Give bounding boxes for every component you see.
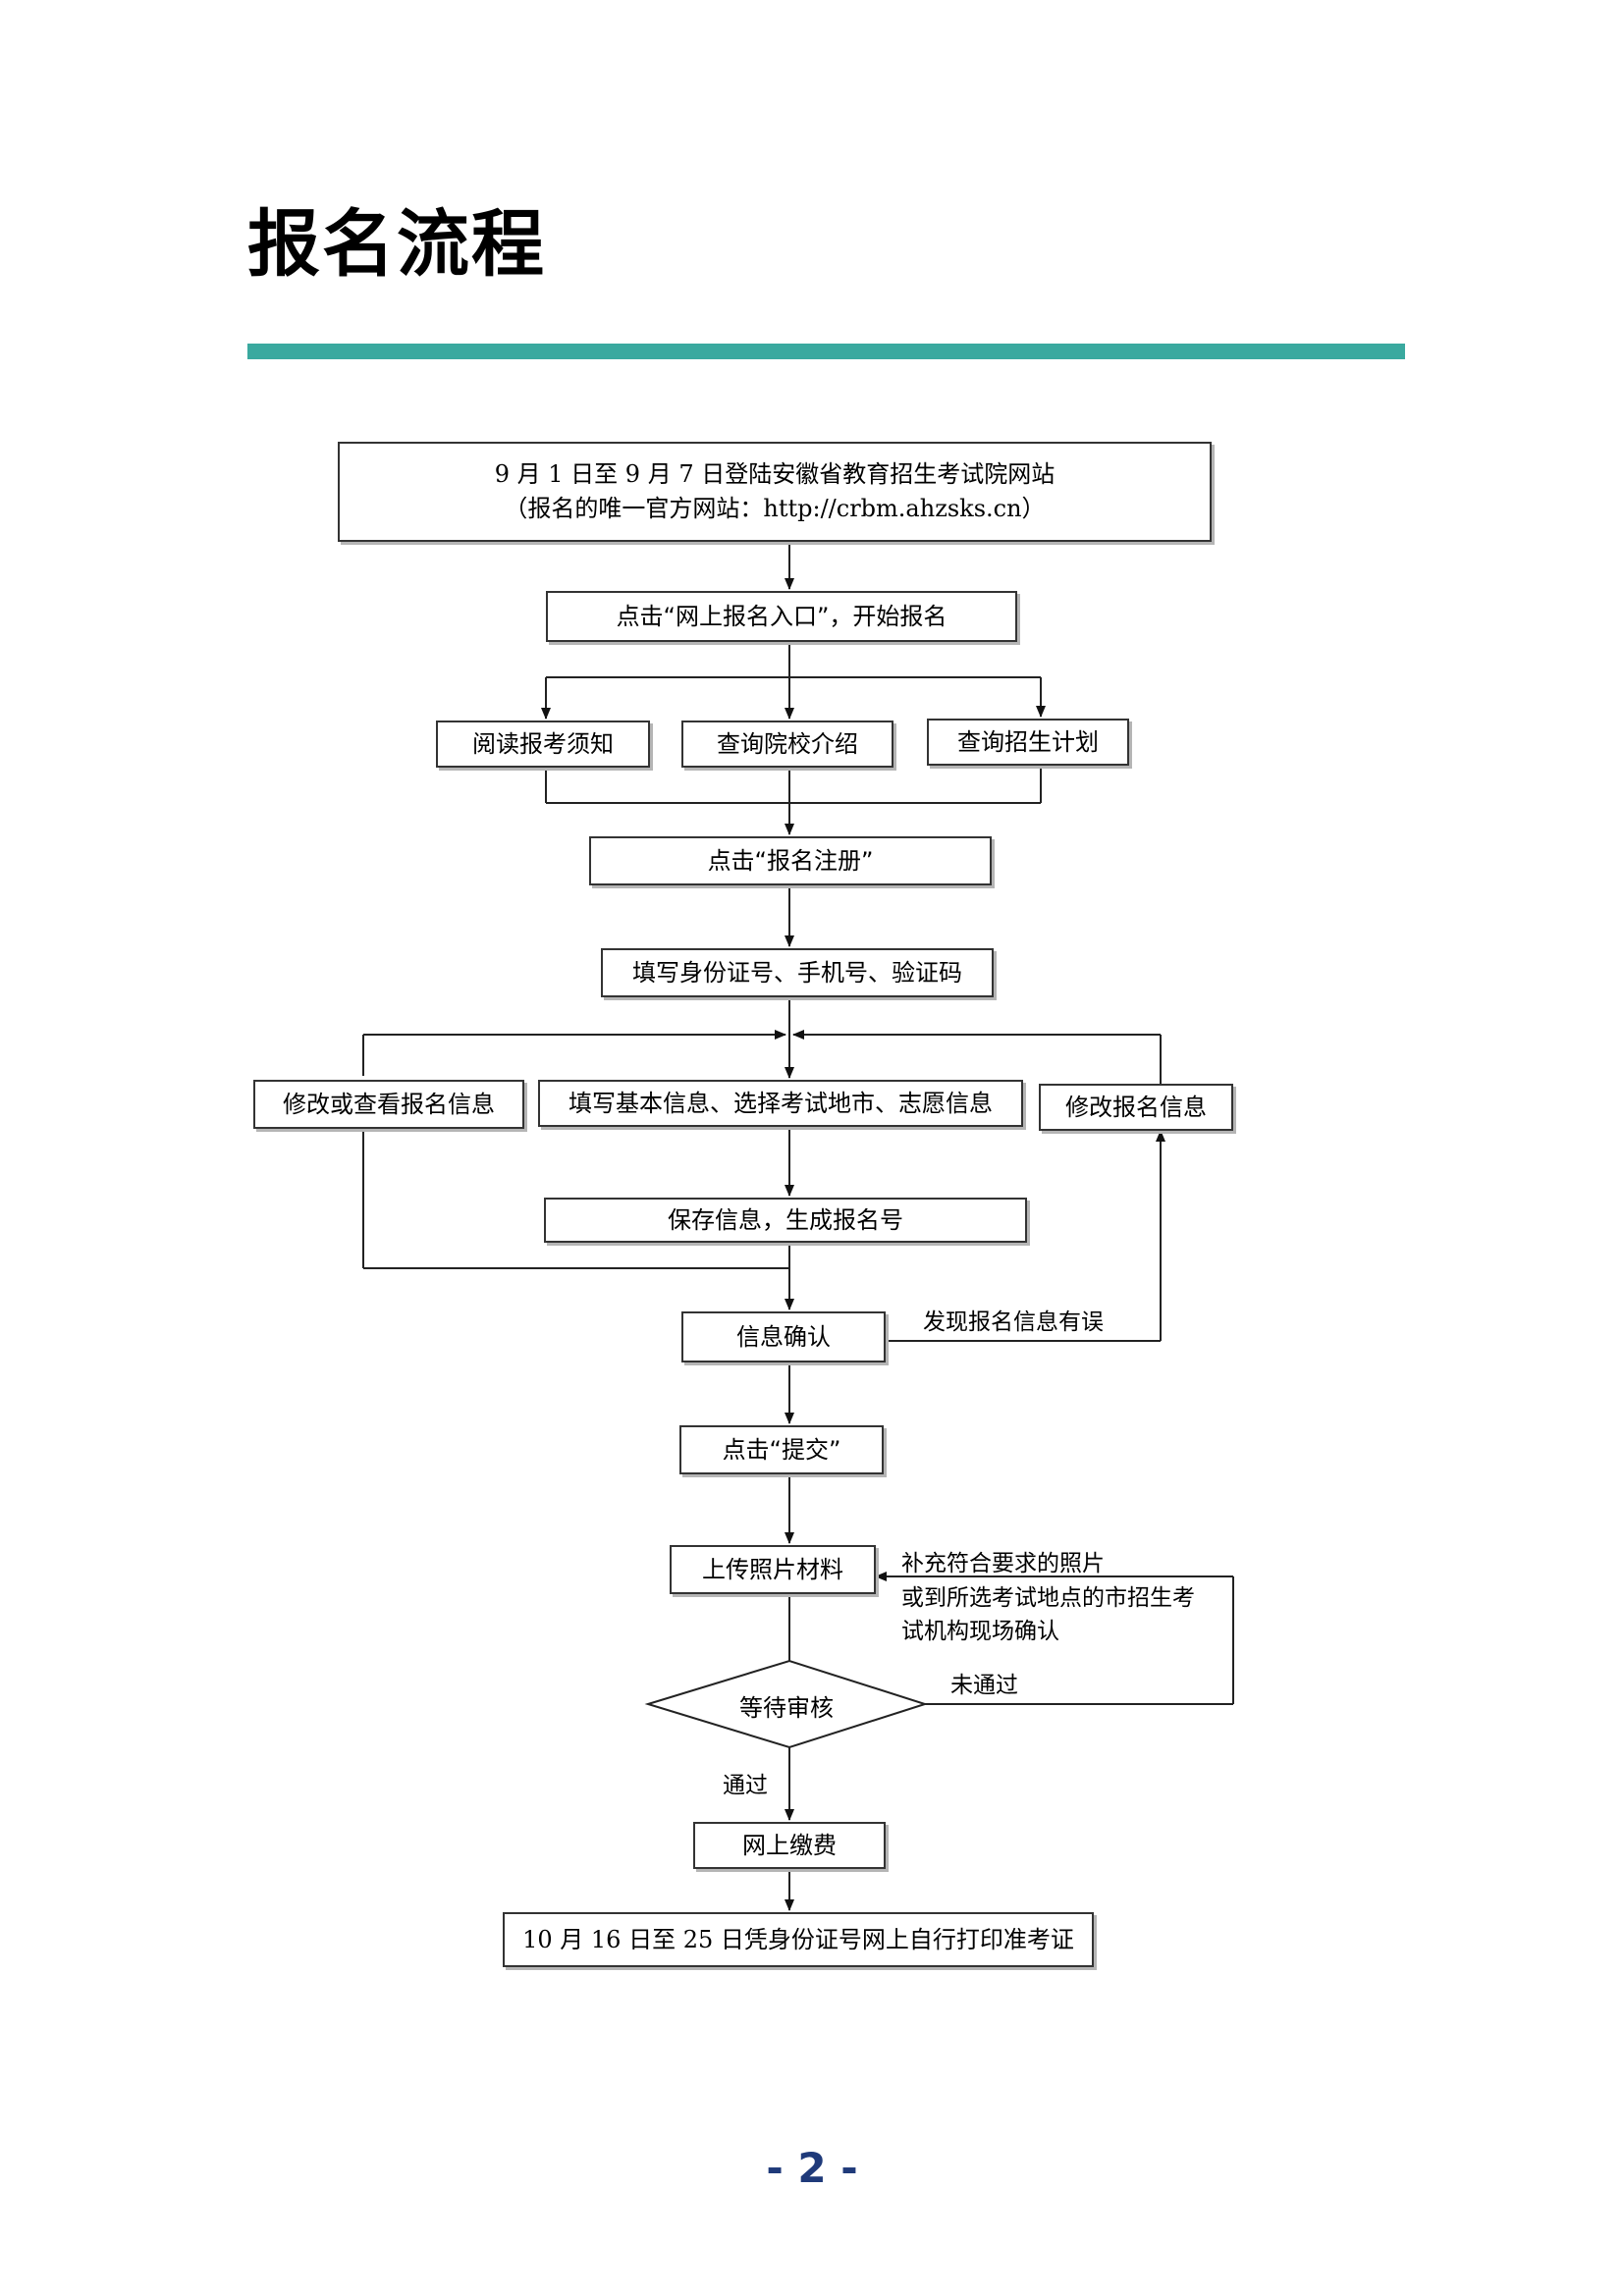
step-modify-info: 修改报名信息 [1039,1084,1233,1131]
label-supplement-line3: 试机构现场确认 [901,1619,1059,1644]
label-supplement: 补充符合要求的照片 或到所选考试地点的市招生考 试机构现场确认 [901,1547,1195,1649]
page-number: - 2 - [766,2144,858,2192]
step-pay: 网上缴费 [693,1822,886,1869]
step-confirm: 信息确认 [681,1311,886,1362]
step-print-ticket: 10 月 16 日至 25 日凭身份证号网上自行打印准考证 [503,1912,1094,1967]
label-not-passed: 未通过 [950,1673,1018,1698]
step-login-line1: 9 月 1 日至 9 月 7 日登陆安徽省教育招生考试院网站 [494,460,1056,489]
label-found-error: 发现报名信息有误 [923,1309,1104,1335]
step-query-intro: 查询院校介绍 [681,721,893,768]
step-online-entry: 点击“网上报名入口”，开始报名 [546,591,1017,642]
page-title: 报名流程 [247,202,546,287]
step-read-notice: 阅读报考须知 [436,721,650,768]
step-fill-basic: 填写基本信息、选择考试地市、志愿信息 [538,1080,1023,1127]
step-wait-review: 等待审核 [739,1693,834,1722]
step-login-website: 9 月 1 日至 9 月 7 日登陆安徽省教育招生考试院网站 （报名的唯一官方网… [338,442,1212,542]
step-save: 保存信息，生成报名号 [544,1198,1027,1243]
step-login-line2: （报名的唯一官方网站：http://crbm.ahzsks.cn） [504,495,1046,522]
step-submit: 点击“提交” [679,1425,884,1474]
title-underline-bar [247,344,1405,359]
label-supplement-line1: 补充符合要求的照片 [901,1551,1105,1576]
step-register: 点击“报名注册” [589,836,992,885]
step-fill-id: 填写身份证号、手机号、验证码 [601,948,994,997]
step-query-plan: 查询招生计划 [927,719,1129,766]
step-upload: 上传照片材料 [670,1545,876,1594]
decision-diamond-wait-review [644,1659,929,1749]
step-modify-view: 修改或查看报名信息 [253,1080,524,1129]
label-supplement-line2: 或到所选考试地点的市招生考 [901,1584,1195,1611]
label-passed: 通过 [723,1773,768,1798]
